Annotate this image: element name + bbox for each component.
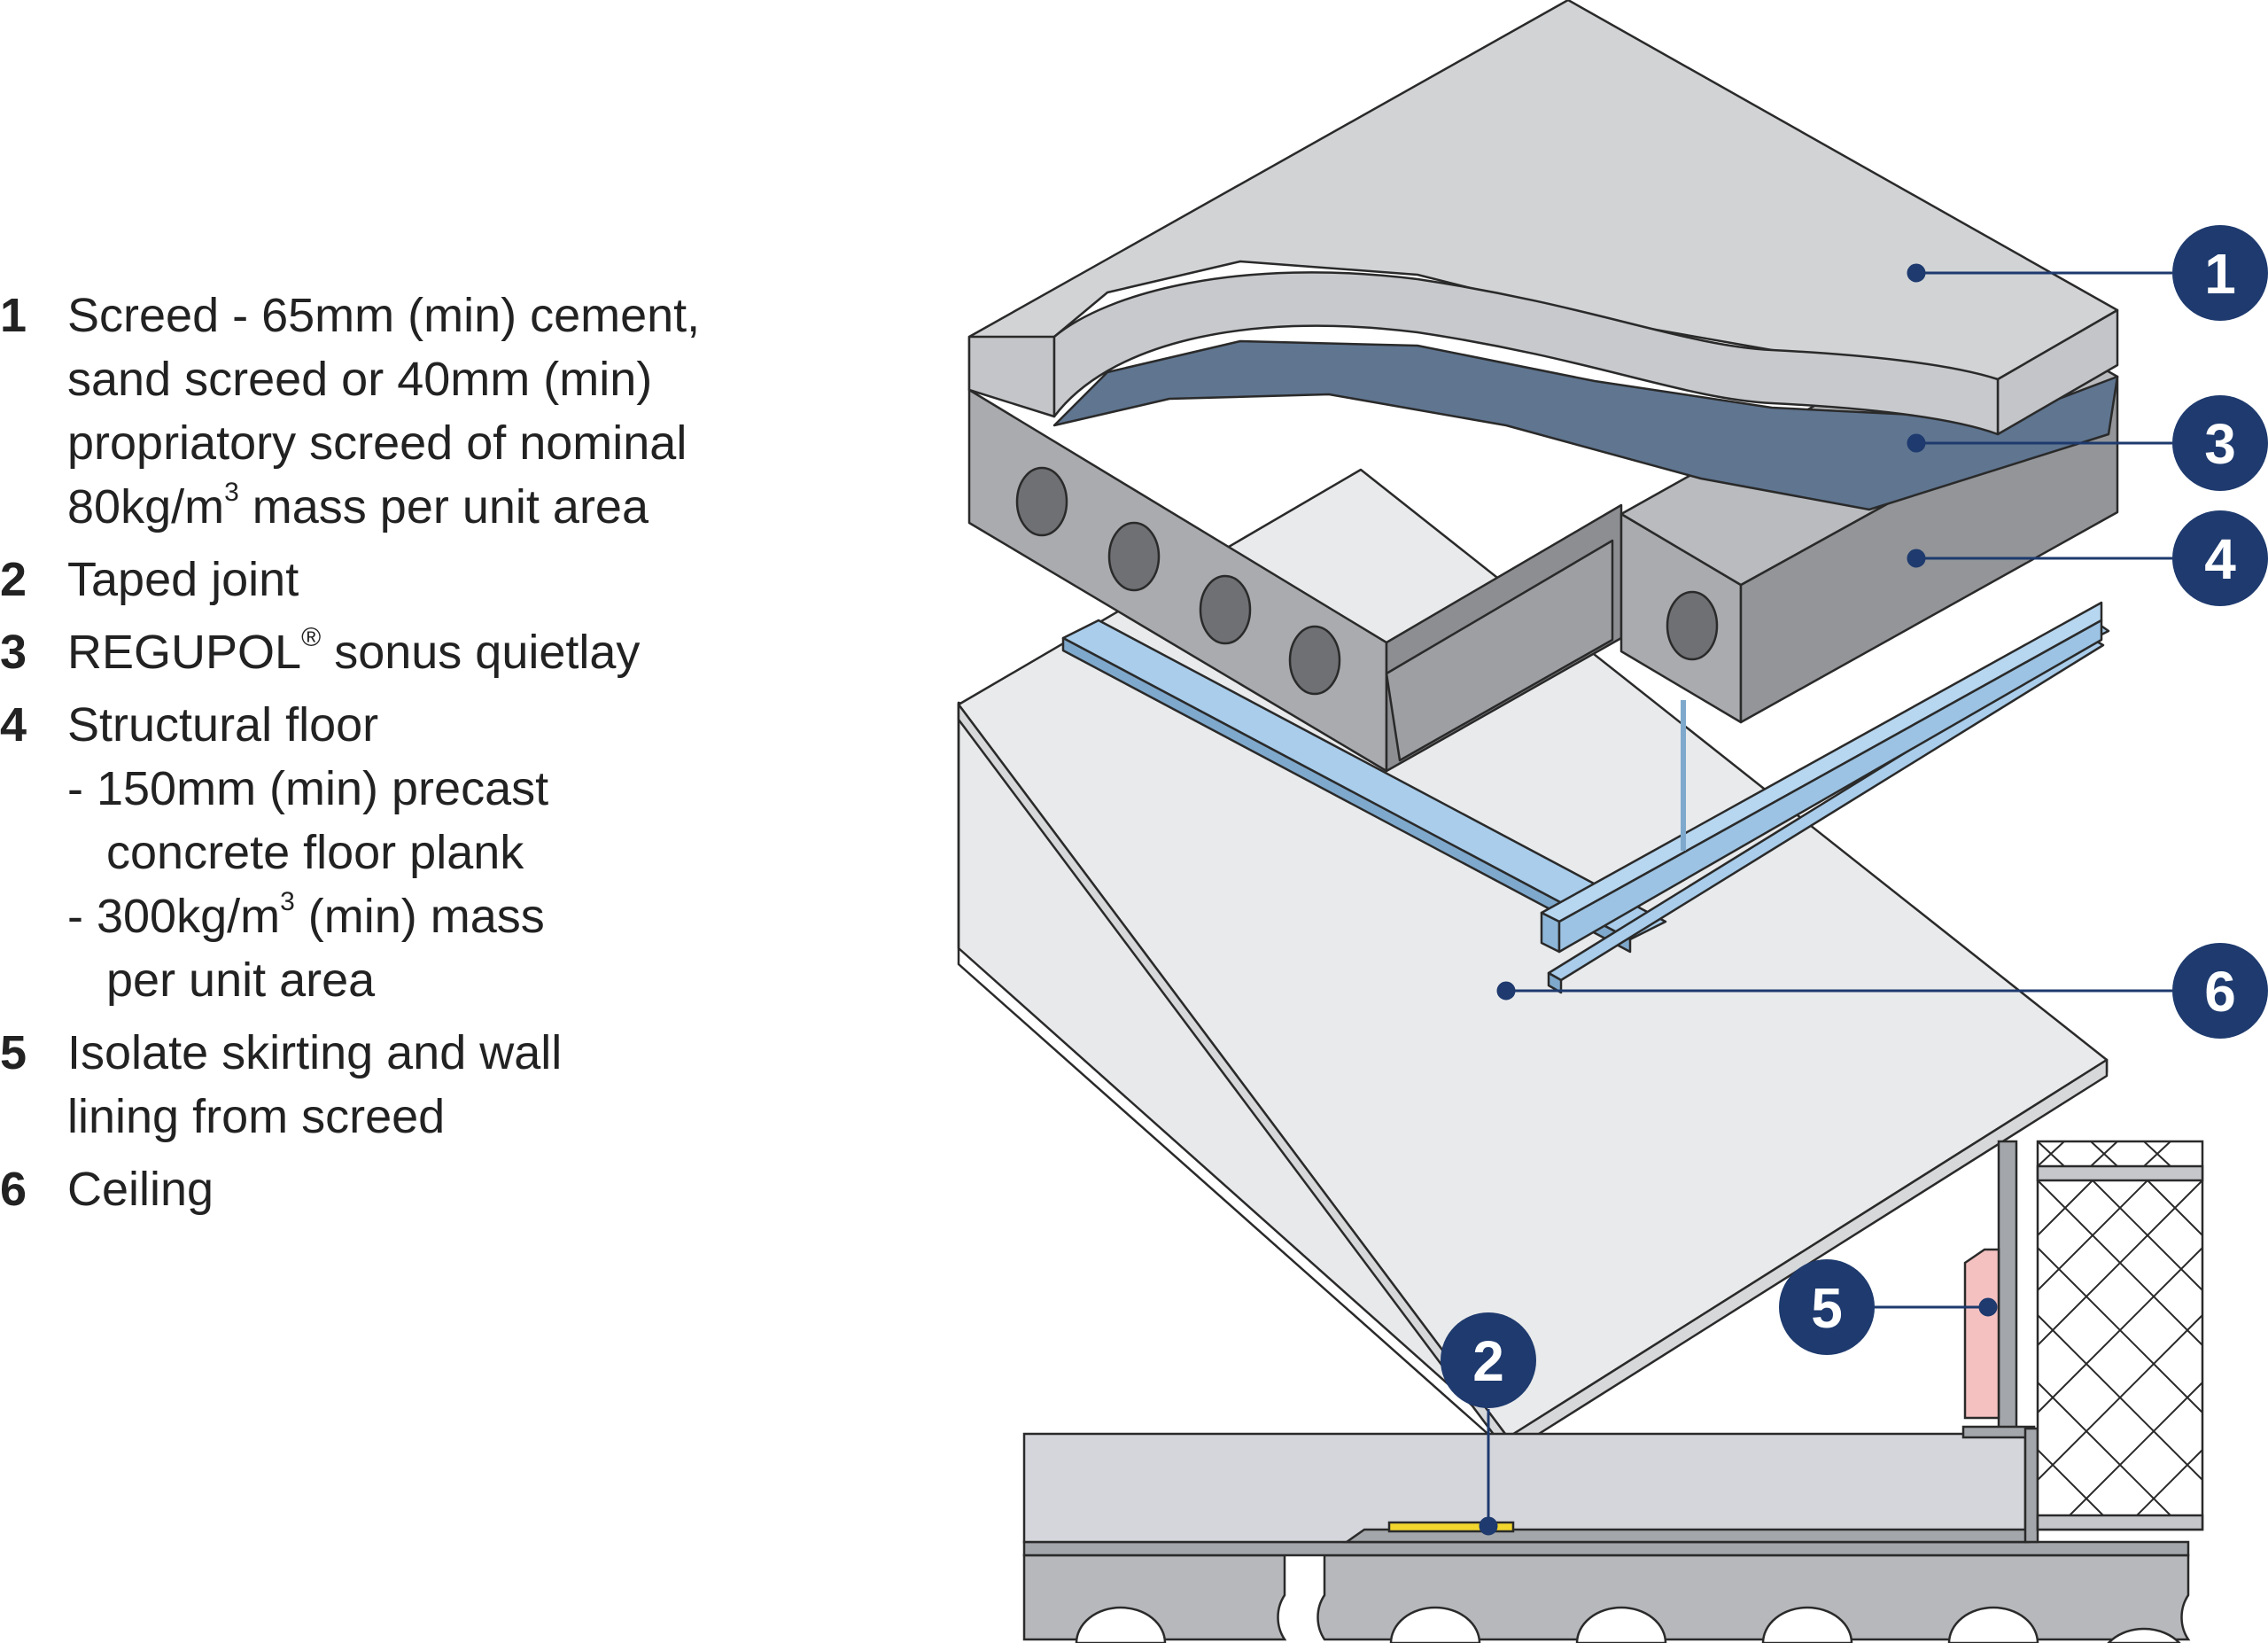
legend-text: Taped joint [67, 548, 299, 611]
svg-text:5: 5 [1811, 1276, 1843, 1340]
callout-6: 6 [2172, 943, 2268, 1039]
legend-number: 1 [0, 289, 27, 342]
svg-text:1: 1 [2204, 242, 2236, 306]
legend-text: Screed - 65mm (min) cement, sand screed … [67, 284, 700, 539]
callout-4: 4 [2172, 510, 2268, 606]
legend-text: Structural floor - 150mm (min) precast c… [67, 693, 548, 1012]
legend-line: Taped joint [67, 553, 299, 606]
svg-text:4: 4 [2204, 527, 2236, 591]
ceiling-channels [1061, 601, 2110, 994]
legend-number: 6 [0, 1163, 27, 1216]
legend-item-6: 6 Ceiling [0, 1157, 797, 1221]
legend-number: 4 [0, 698, 27, 751]
svg-text:3: 3 [2204, 412, 2236, 476]
callout-leaders [1479, 263, 2172, 1536]
svg-text:6: 6 [2204, 960, 2236, 1024]
legend-text: Ceiling [67, 1157, 214, 1221]
legend-item-5: 5 Isolate skirting and wall lining from … [0, 1021, 797, 1149]
legend-item-3: 3 REGUPOL® sonus quietlay [0, 620, 797, 684]
legend-line: Structural floor [67, 698, 379, 751]
legend-sub: - 150mm (min) precast concrete floor pla… [67, 762, 549, 879]
legend-line: Screed - 65mm (min) cement, [67, 289, 701, 342]
callout-2: 2 [1441, 1312, 1536, 1408]
legend-line: REGUPOL® sonus quietlay [67, 623, 641, 679]
legend-item-4: 4 Structural floor - 150mm (min) precast… [0, 693, 797, 1012]
legend-line: Ceiling [67, 1163, 214, 1216]
legend-line: lining from screed [67, 1090, 446, 1143]
callout-5: 5 [1779, 1259, 1875, 1355]
section-detail [1022, 1140, 2204, 1643]
callout-1: 1 [2172, 225, 2268, 321]
callout-3: 3 [2172, 395, 2268, 491]
legend-item-2: 2 Taped joint [0, 548, 797, 611]
legend-line: 80kg/m3 mass per unit area [67, 478, 649, 533]
svg-text:2: 2 [1472, 1329, 1504, 1393]
screed-layer [967, 0, 2119, 436]
legend-text: REGUPOL® sonus quietlay [67, 620, 640, 684]
legend-number: 2 [0, 553, 27, 606]
legend-text: Isolate skirting and wall lining from sc… [67, 1021, 562, 1149]
legend-line: propriatory screed of nominal [67, 417, 687, 470]
legend-line: sand screed or 40mm (min) [67, 353, 653, 406]
legend-sub: - 300kg/m3 (min) mass per unit area [67, 887, 545, 1007]
legend-item-1: 1 Screed - 65mm (min) cement, sand scree… [0, 284, 797, 539]
legend-line: Isolate skirting and wall [67, 1026, 563, 1079]
legend: 1 Screed - 65mm (min) cement, sand scree… [0, 284, 797, 1230]
legend-number: 3 [0, 626, 27, 679]
legend-number: 5 [0, 1026, 27, 1079]
